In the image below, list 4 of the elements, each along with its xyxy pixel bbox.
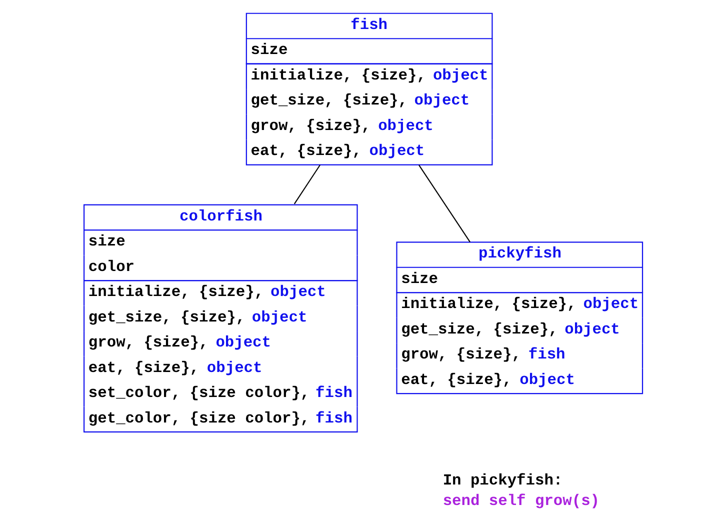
connector — [418, 164, 470, 242]
label: In pickyfish: — [442, 470, 563, 489]
connector — [294, 164, 320, 204]
label: send self grow(s) — [442, 492, 600, 510]
